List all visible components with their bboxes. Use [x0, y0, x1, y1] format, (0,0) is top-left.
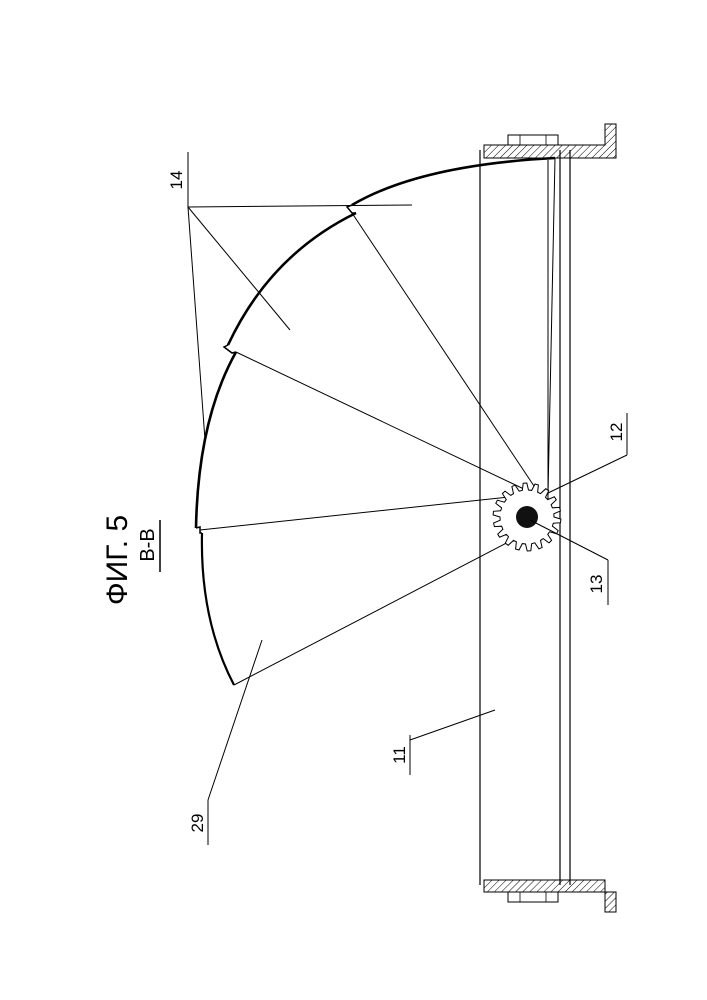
top-bracket: [484, 124, 616, 158]
label-11: 11: [390, 746, 409, 764]
label-12: 12: [607, 423, 626, 442]
segment-fan: [196, 158, 555, 685]
figure-title: ФИГ. 5: [101, 515, 134, 605]
label-29: 29: [188, 814, 207, 833]
shaft: [516, 506, 538, 528]
bottom-bracket: [484, 880, 616, 912]
label-13: 13: [587, 575, 606, 594]
label-14: 14: [167, 171, 186, 190]
leader-lines: [188, 152, 627, 845]
section-label: В-В: [137, 528, 159, 561]
